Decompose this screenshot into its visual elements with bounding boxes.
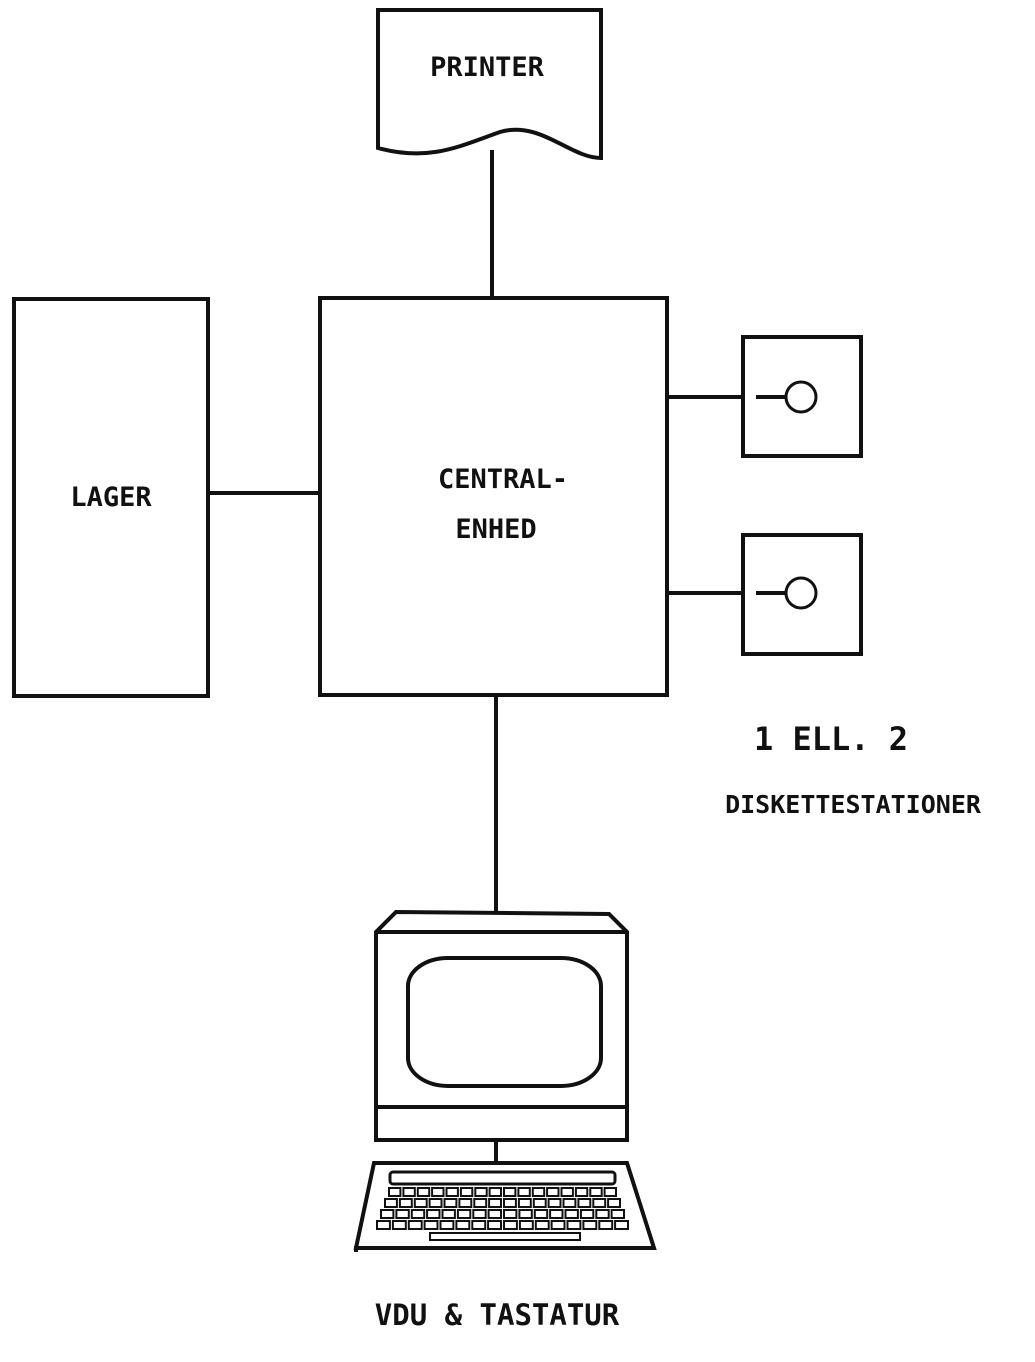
keyboard-icon <box>353 1161 657 1252</box>
storage-node: LAGER <box>12 297 210 698</box>
keyboard-key <box>445 1187 459 1197</box>
keyboard-key <box>398 1198 413 1208</box>
cpu-label-line1: CENTRAL- <box>438 464 568 495</box>
disk-indicator-icon <box>784 380 818 414</box>
disk-drive-1 <box>741 335 863 458</box>
keyboard-key <box>547 1198 562 1208</box>
keyboard-keys <box>376 1187 629 1241</box>
cpu-box <box>318 296 669 697</box>
disk-stations-label: DISKETTESTATIONER <box>725 790 982 819</box>
keyboard-key <box>517 1187 531 1197</box>
keyboard-key <box>388 1187 402 1197</box>
keyboard-key <box>441 1209 456 1219</box>
keyboard-key <box>577 1198 592 1208</box>
keyboard-top-row <box>388 1170 617 1186</box>
disk-count-note: 1 ELL. 2 <box>754 720 908 758</box>
printer-node: PRINTER <box>376 8 603 161</box>
keyboard-key <box>614 1220 629 1230</box>
keyboard-key <box>455 1220 471 1230</box>
keyboard-key <box>518 1209 533 1219</box>
keyboard-key <box>549 1209 564 1219</box>
keyboard-key <box>487 1220 503 1230</box>
keyboard-key <box>610 1209 625 1219</box>
keyboard-key <box>407 1220 423 1230</box>
keyboard-key <box>550 1220 566 1230</box>
keyboard-key <box>472 1209 487 1219</box>
keyboard-key <box>410 1209 426 1219</box>
keyboard-key <box>402 1187 416 1197</box>
keyboard-key <box>488 1198 503 1208</box>
storage-label: LAGER <box>70 482 152 513</box>
keyboard-key <box>574 1187 589 1197</box>
keyboard-key <box>546 1187 560 1197</box>
keyboard-spacebar <box>429 1232 581 1241</box>
keyboard-key <box>566 1220 582 1230</box>
keyboard-key <box>456 1209 472 1219</box>
keyboard-key <box>532 1198 547 1208</box>
keyboard-key <box>560 1187 574 1197</box>
disk-indicator-icon <box>784 576 818 610</box>
keyboard-key <box>384 1198 398 1208</box>
keyboard-key <box>579 1209 595 1219</box>
keyboard-key <box>439 1220 455 1230</box>
storage-box <box>12 297 210 698</box>
printer-label: PRINTER <box>430 52 545 83</box>
keyboard-key <box>395 1209 410 1219</box>
keyboard-key <box>431 1187 445 1197</box>
keyboard-key <box>376 1220 391 1230</box>
keyboard-key <box>473 1198 488 1208</box>
keyboard-key <box>503 1220 518 1230</box>
keyboard-key <box>474 1187 488 1197</box>
keyboard-key <box>391 1220 407 1230</box>
keyboard-key <box>503 1198 517 1208</box>
keyboard-key <box>443 1198 458 1208</box>
keyboard-key <box>423 1220 439 1230</box>
keyboard-key <box>533 1209 549 1219</box>
keyboard-key <box>603 1187 617 1197</box>
keyboard-key <box>564 1209 579 1219</box>
keyboard-key <box>459 1187 474 1197</box>
keyboard-key <box>534 1220 550 1230</box>
keyboard-key <box>582 1220 598 1230</box>
printer-shape <box>376 8 603 161</box>
keyboard-key <box>503 1187 517 1197</box>
keyboard-key <box>428 1198 443 1208</box>
keyboard-key <box>531 1187 546 1197</box>
keyboard-key <box>471 1220 487 1230</box>
keyboard-key <box>562 1198 577 1208</box>
keyboard-key <box>458 1198 473 1208</box>
monitor-screen <box>406 956 603 1088</box>
keyboard-key <box>503 1209 518 1219</box>
keyboard-key <box>487 1209 503 1219</box>
cpu-label-line2: ENHED <box>455 514 536 545</box>
disk-drive-2 <box>741 533 863 656</box>
keyboard-key <box>517 1198 532 1208</box>
keyboard-key <box>518 1220 534 1230</box>
keyboard-key <box>589 1187 603 1197</box>
keyboard-key <box>598 1220 614 1230</box>
terminal-label: VDU & TASTATUR <box>375 1298 620 1332</box>
keyboard-key <box>488 1187 503 1197</box>
cpu-node: CENTRAL- ENHED <box>318 296 669 697</box>
keyboard-key <box>592 1198 607 1208</box>
keyboard-key <box>416 1187 431 1197</box>
vdu-monitor-icon <box>374 909 629 1164</box>
keyboard-key <box>607 1198 621 1208</box>
keyboard-key <box>380 1209 395 1219</box>
keyboard-key <box>426 1209 441 1219</box>
keyboard-key <box>413 1198 428 1208</box>
keyboard-key <box>595 1209 610 1219</box>
